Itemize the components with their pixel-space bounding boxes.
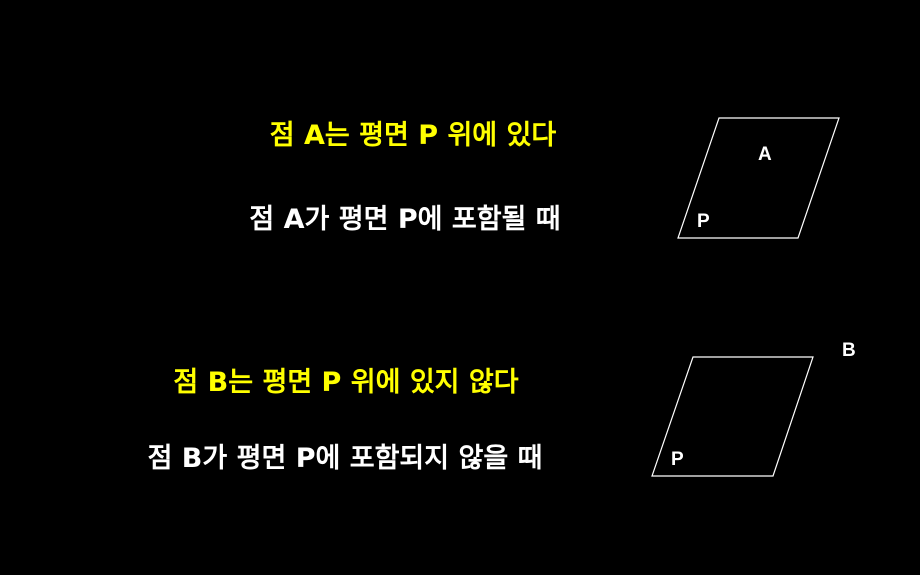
statement-a-on-plane: 점 A는 평면 P 위에 있다 (269, 120, 557, 151)
plane-b-label: P (671, 449, 684, 470)
statement-b-not-on-plane: 점 B는 평면 P 위에 있지 않다 (173, 367, 519, 398)
point-b-label: B (842, 340, 856, 361)
condition-b-not-contained: 점 B가 평면 P에 포함되지 않을 때 (147, 443, 543, 474)
plane-p-without-point-b (651, 356, 814, 477)
point-a-label: A (758, 144, 772, 165)
plane-a-label: P (697, 211, 710, 232)
plane-p-with-point-a (677, 117, 840, 239)
condition-a-contained: 점 A가 평면 P에 포함될 때 (249, 204, 561, 235)
